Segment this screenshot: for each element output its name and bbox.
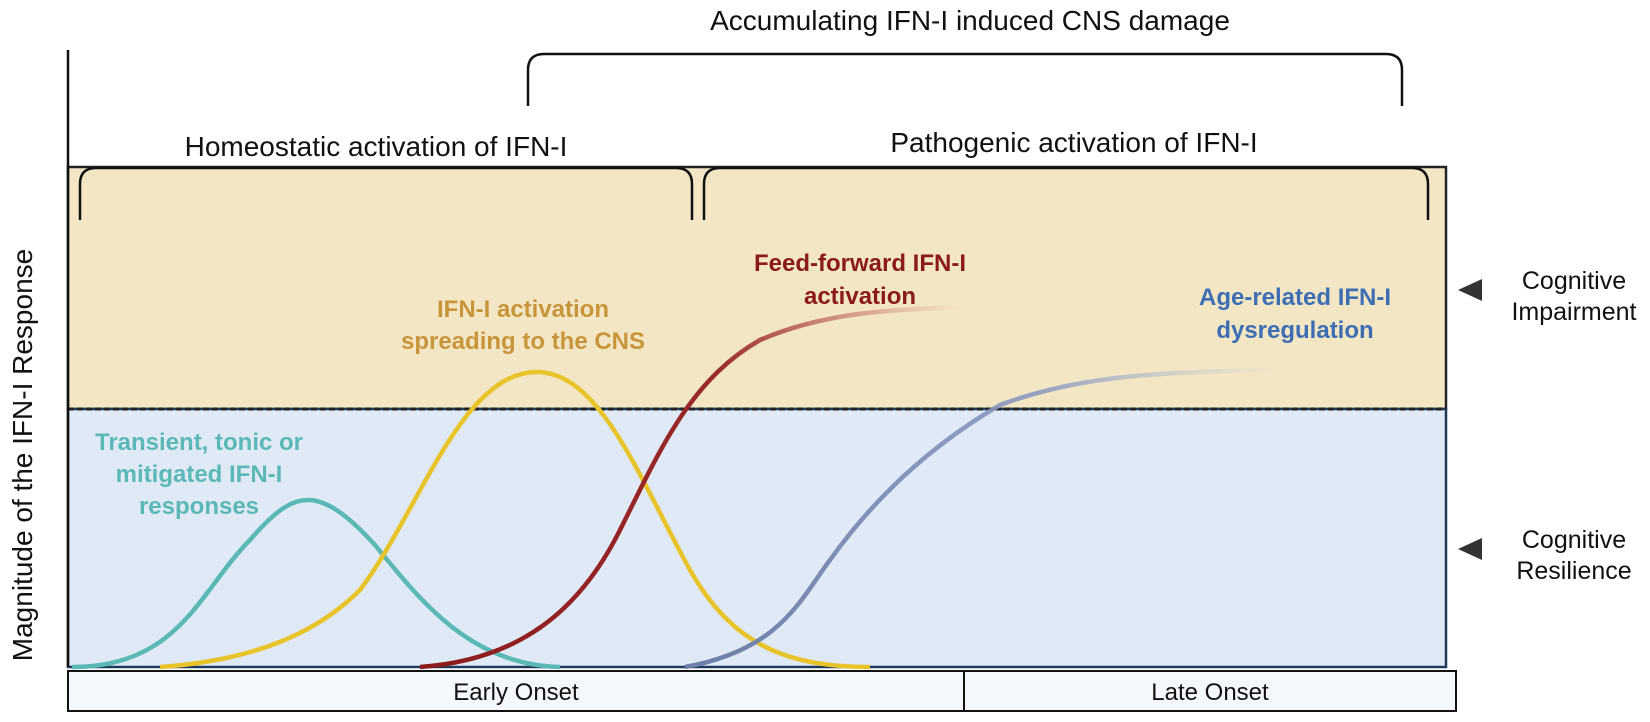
age-related-label-line2: dysregulation: [1216, 317, 1373, 344]
impairment-label-line2: Impairment: [1511, 298, 1636, 326]
late-onset-box: [963, 670, 1457, 712]
feedforward-label-line1: Feed-forward IFN-I: [754, 250, 966, 277]
feedforward-label-line2: activation: [804, 283, 916, 310]
cns-spreading-curve: [159, 369, 871, 670]
spreading-label-line1: IFN-I activation: [437, 296, 609, 323]
early-onset-label: Early Onset: [453, 679, 579, 706]
late-onset-label: Late Onset: [1151, 679, 1269, 706]
age-related-label-line1: Age-related IFN-I: [1199, 284, 1391, 311]
cns-damage-bracket: [526, 52, 1404, 106]
transient-label-line2: mitigated IFN-I: [116, 461, 283, 488]
age-related-curve: [684, 367, 1281, 670]
homeostatic-phase-label: Homeostatic activation of IFN-I: [185, 131, 568, 162]
cognitive-impairment-zone: [66, 165, 1448, 411]
cns-damage-title: Accumulating IFN-I induced CNS damage: [710, 5, 1230, 36]
transient-label-line3: responses: [139, 493, 259, 520]
resilience-arrow-icon: [1458, 538, 1482, 560]
impairment-arrow-icon: [1458, 279, 1482, 301]
resilience-label-line1: Cognitive: [1522, 526, 1626, 554]
resilience-label-line2: Resilience: [1516, 557, 1631, 585]
y-axis-label: Magnitude of the IFN-I Response: [7, 249, 38, 661]
transient-label-line1: Transient, tonic or: [95, 429, 303, 456]
cognitive-resilience-zone: [66, 407, 1448, 669]
transient-response-curve: [71, 497, 561, 670]
impairment-label-line1: Cognitive: [1522, 267, 1626, 295]
spreading-label-line2: spreading to the CNS: [401, 328, 645, 355]
pathogenic-bracket: [702, 166, 1430, 220]
pathogenic-phase-label: Pathogenic activation of IFN-I: [890, 127, 1257, 158]
feed-forward-curve: [419, 304, 961, 670]
homeostatic-bracket: [78, 166, 694, 220]
